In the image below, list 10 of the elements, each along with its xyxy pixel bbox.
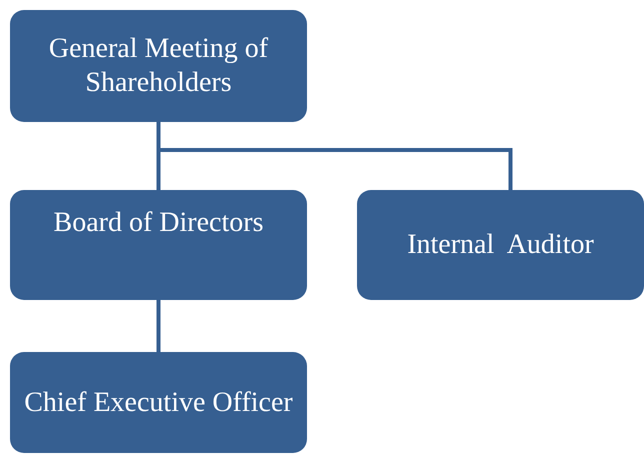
box-label: Internal Auditor xyxy=(407,228,594,262)
connector-line xyxy=(156,122,512,190)
box-label: General Meeting of Shareholders xyxy=(48,32,270,100)
org-box xyxy=(10,352,307,453)
box-label: Board of Directors xyxy=(54,206,264,240)
org-box xyxy=(357,190,644,300)
box-label: Chief Executive Officer xyxy=(24,386,293,420)
org-box xyxy=(10,190,307,300)
connector-line xyxy=(156,300,160,352)
org-box xyxy=(10,10,307,122)
